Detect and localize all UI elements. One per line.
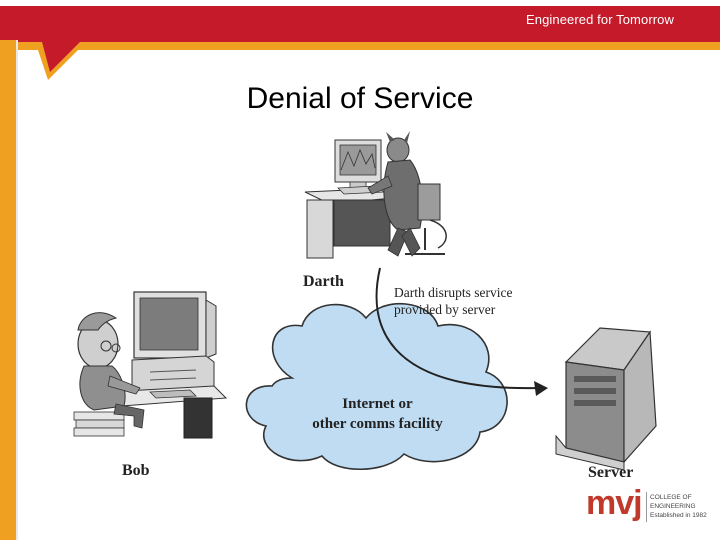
attack-arrow (375, 267, 541, 390)
attack-arrow-head (534, 381, 548, 396)
cloud-label-line1: Internet or (342, 396, 413, 412)
college-logo: mvj COLLEGE OF ENGINEERING Established i… (586, 484, 707, 526)
cloud-label-line2: other comms facility (312, 416, 443, 432)
attack-note-line1: Darth disrupts service (394, 285, 513, 300)
logo-line1: COLLEGE OF (650, 494, 692, 501)
darth-label: Darth (303, 273, 344, 290)
logo-mark: mvj (586, 484, 643, 522)
attack-note: Darth disrupts service provided by serve… (394, 284, 512, 318)
bob-label: Bob (122, 462, 150, 479)
header-tagline: Engineered for Tomorrow (525, 12, 674, 27)
logo-divider (646, 492, 647, 522)
cloud-label: Internet or other comms facility (290, 394, 465, 434)
header-banner (0, 6, 720, 80)
banner-red-band (0, 6, 720, 72)
logo-line3: Established in 1982 (650, 512, 707, 519)
slide-title: Denial of Service (246, 82, 474, 115)
left-side-bar (0, 40, 16, 540)
attack-note-line2: provided by server (394, 302, 496, 317)
logo-line2: ENGINEERING (650, 503, 696, 510)
server-label: Server (588, 464, 634, 481)
bob-illustration (73, 291, 228, 439)
darth-illustration (304, 131, 447, 259)
left-side-bar-shade (16, 40, 18, 540)
internet-cloud (245, 302, 508, 471)
server-illustration (555, 327, 657, 471)
